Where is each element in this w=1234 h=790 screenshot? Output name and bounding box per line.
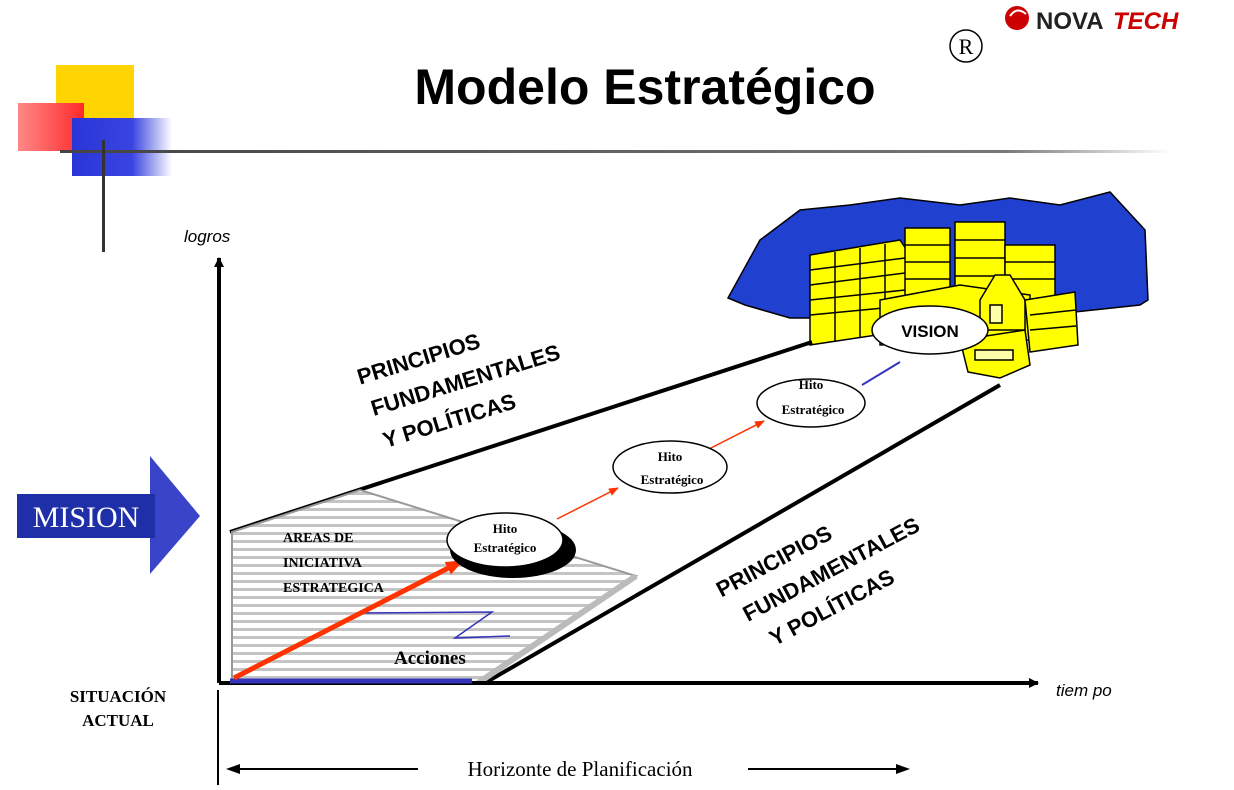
acciones-zigzag <box>361 611 511 639</box>
vision-connector <box>861 361 901 386</box>
acciones-label: Acciones <box>394 648 466 669</box>
registered-mark-circle <box>949 29 983 63</box>
page-title: Modelo Estratégico <box>414 59 875 115</box>
situacion-line1: SITUACIÓN <box>70 687 167 706</box>
mision-arrow: MISION <box>17 456 200 574</box>
hito-1-line2: Estratégico <box>474 540 537 555</box>
hito-3-line1: Hito <box>799 377 824 392</box>
areas-line1: AREAS DE <box>283 531 353 546</box>
brand-nova: NOVA <box>1036 8 1104 35</box>
principios-lower: PRINCIPIOS FUNDAMENTALES Y POLÍTICAS <box>712 512 924 651</box>
hito-3-line2: Estratégico <box>782 402 845 417</box>
x-axis-label: tiem po <box>1056 681 1112 700</box>
vision-label: VISION <box>901 322 959 341</box>
hito-3 <box>756 378 866 428</box>
horizonte-arrowhead-right <box>896 764 910 774</box>
horizonte-label: Horizonte de Planificación <box>467 757 693 781</box>
hito-1-line1: Hito <box>493 521 518 536</box>
mision-label: MISION <box>33 501 140 534</box>
y-axis-label: logros <box>184 227 231 246</box>
hito-arrow-2 <box>706 420 765 451</box>
hito-2-line1: Hito <box>658 449 683 464</box>
red-main-arrow <box>232 558 464 681</box>
situacion-line2: ACTUAL <box>82 711 154 730</box>
novatech-logo: NOVA TECH <box>1005 6 1179 35</box>
hito-2 <box>612 440 728 494</box>
decorative-squares <box>18 65 172 176</box>
hito-2-line2: Estratégico <box>641 472 704 487</box>
lower-boundary-line <box>483 383 1002 685</box>
title-rule <box>60 150 1170 153</box>
areas-hatch-edge <box>476 573 638 686</box>
title-rule-vertical <box>102 140 105 252</box>
hito-arrow-1 <box>556 487 619 520</box>
areas-line3: ESTRATEGICA <box>283 581 385 596</box>
registered-mark: R <box>959 34 974 59</box>
areas-line2: INICIATIVA <box>283 556 363 571</box>
horizonte-arrowhead-left <box>226 764 240 774</box>
vision-ellipse <box>871 305 989 355</box>
hito-1 <box>446 512 564 568</box>
brand-tech: TECH <box>1113 8 1179 35</box>
